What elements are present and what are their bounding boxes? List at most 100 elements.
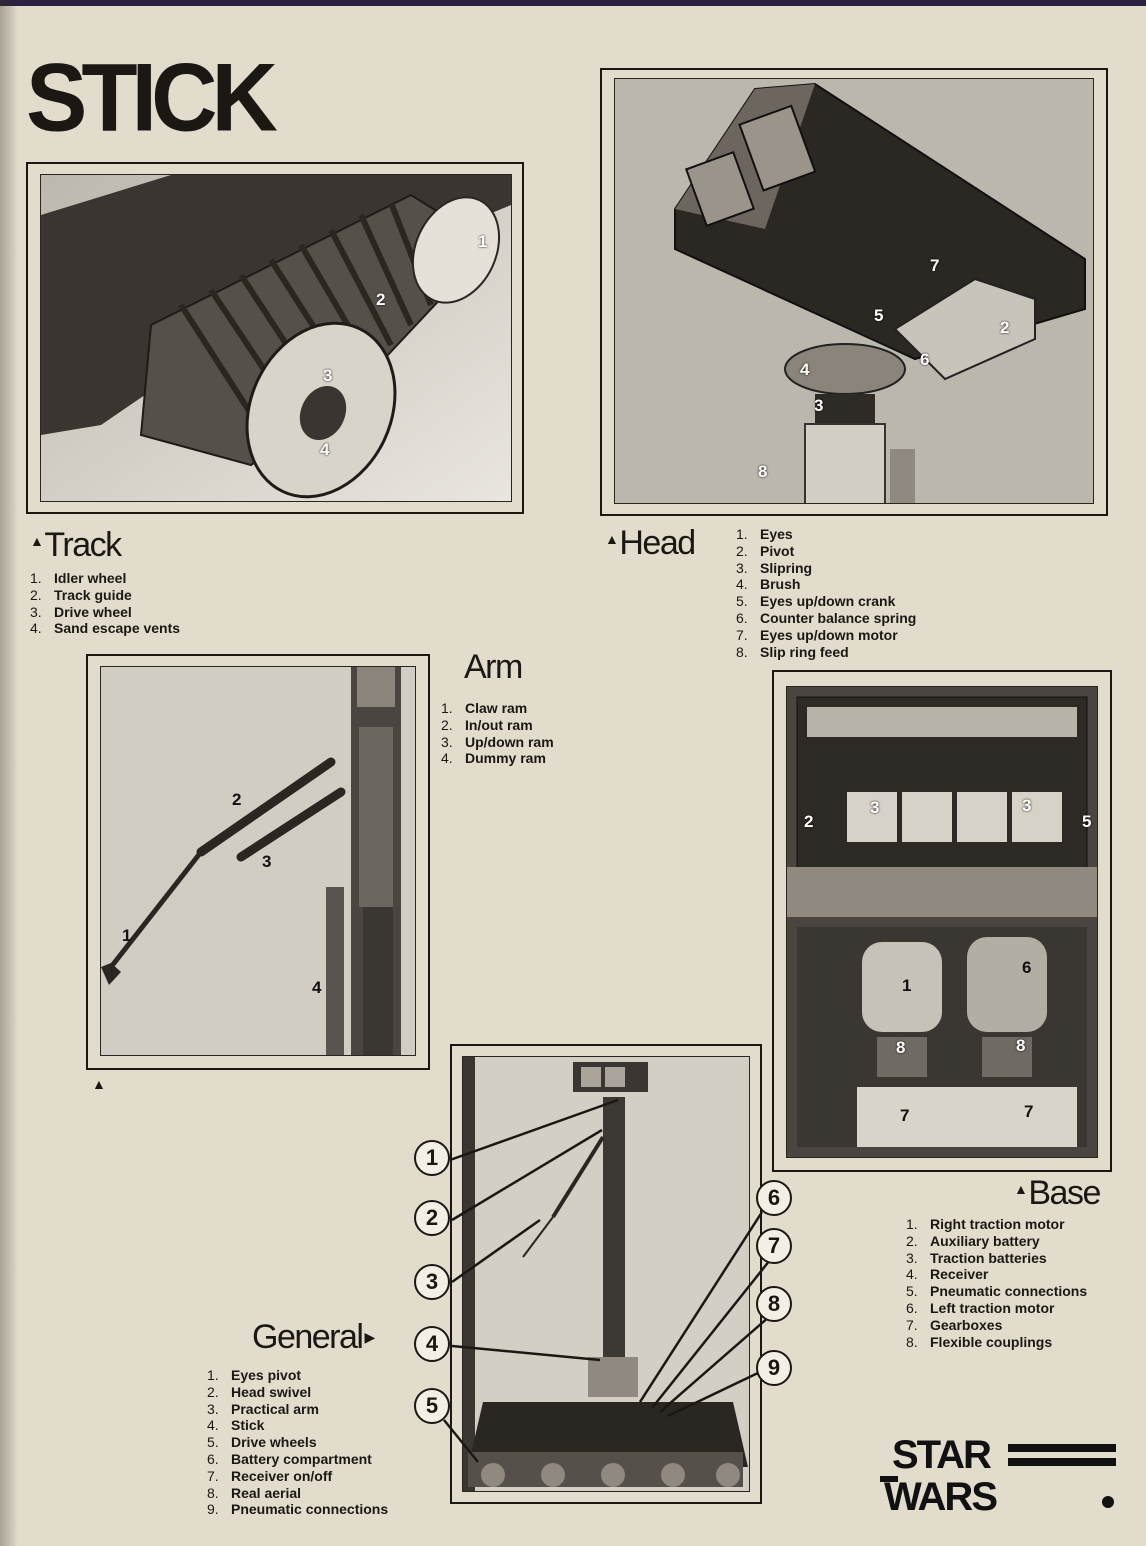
head-caption-text: Head bbox=[619, 524, 696, 562]
list-item: 5.Drive wheels bbox=[207, 1434, 317, 1451]
list-item: 3.Traction batteries bbox=[906, 1249, 1047, 1266]
arm-callout-2: 2 bbox=[232, 790, 242, 809]
list-item: 2.Auxiliary battery bbox=[906, 1232, 1040, 1249]
head-callout-8: 8 bbox=[758, 462, 768, 481]
page-title: STICK bbox=[26, 44, 278, 152]
list-item: 8.Flexible couplings bbox=[906, 1333, 1053, 1350]
list-item: 4.Stick bbox=[207, 1417, 265, 1434]
track-callout-1: 1 bbox=[478, 232, 488, 251]
base-callout-8b: 8 bbox=[1016, 1036, 1026, 1055]
up-triangle-icon: ▲ bbox=[92, 1076, 106, 1092]
up-triangle-icon: ▲ bbox=[30, 533, 44, 549]
star-wars-logo: STAR WARS bbox=[880, 1433, 1116, 1519]
track-callout-3: 3 bbox=[323, 366, 333, 385]
logo-line-2: WARS bbox=[884, 1475, 997, 1519]
general-callout-6: 6 bbox=[756, 1180, 792, 1216]
arm-illustration bbox=[101, 667, 415, 1055]
general-photo bbox=[462, 1056, 750, 1492]
track-photo-frame: 1 2 3 4 bbox=[26, 162, 524, 514]
base-callout-1: 1 bbox=[902, 976, 912, 995]
track-parts-list: 1.Idler wheel 2.Track guide 3.Drive whee… bbox=[30, 570, 180, 637]
list-item: 1.Eyes pivot bbox=[207, 1367, 302, 1383]
head-parts-list: 1.Eyes 2.Pivot 3.Slipring 4.Brush 5.Eyes… bbox=[736, 526, 916, 660]
list-item: 1.Right traction motor bbox=[906, 1216, 1065, 1232]
base-callout-6: 6 bbox=[1022, 958, 1032, 977]
list-item: 4.Sand escape vents bbox=[30, 620, 181, 637]
general-caption: General▶ bbox=[252, 1320, 376, 1354]
up-triangle-icon: ▲ bbox=[1014, 1181, 1028, 1197]
base-callout-3b: 3 bbox=[1022, 796, 1032, 815]
base-illustration bbox=[787, 687, 1097, 1157]
list-item: 5.Eyes up/down crank bbox=[736, 593, 896, 610]
right-triangle-icon: ▶ bbox=[364, 1329, 375, 1345]
arm-caption: Arm bbox=[464, 648, 523, 686]
track-caption-text: Track bbox=[44, 526, 122, 564]
track-callout-2: 2 bbox=[376, 290, 386, 309]
base-callout-8a: 8 bbox=[896, 1038, 906, 1057]
list-item: 1.Eyes bbox=[736, 526, 793, 542]
list-item: 2.Pivot bbox=[736, 542, 795, 559]
list-item: 6.Battery compartment bbox=[207, 1450, 372, 1467]
base-callout-7b: 7 bbox=[1024, 1102, 1034, 1121]
list-item: 5.Pneumatic connections bbox=[906, 1283, 1088, 1300]
head-photo-frame: 7 5 2 6 4 3 8 bbox=[600, 68, 1108, 516]
arm-callout-4: 4 bbox=[312, 978, 322, 997]
head-illustration bbox=[615, 79, 1093, 503]
head-callout-3: 3 bbox=[814, 396, 824, 415]
list-item: 7.Receiver on/off bbox=[207, 1467, 333, 1484]
general-callout-3: 3 bbox=[414, 1264, 450, 1300]
base-callout-3a: 3 bbox=[870, 798, 880, 817]
base-caption-text: Base bbox=[1028, 1174, 1101, 1212]
list-item: 3.Up/down ram bbox=[441, 733, 554, 750]
list-item: 2.Track guide bbox=[30, 586, 132, 603]
track-photo bbox=[40, 174, 512, 502]
head-callout-7: 7 bbox=[930, 256, 940, 275]
list-item: 3.Drive wheel bbox=[30, 603, 132, 620]
track-callout-4: 4 bbox=[320, 440, 330, 459]
logo-line-1: STAR bbox=[892, 1433, 992, 1477]
list-item: 6.Left traction motor bbox=[906, 1299, 1055, 1316]
general-caption-text: General bbox=[252, 1318, 364, 1356]
general-callout-9: 9 bbox=[756, 1350, 792, 1386]
head-callout-4: 4 bbox=[800, 360, 810, 379]
list-item: 9.Pneumatic connections bbox=[207, 1501, 389, 1518]
base-photo-frame: 2 3 3 5 1 6 8 8 7 7 bbox=[772, 670, 1112, 1172]
head-callout-2: 2 bbox=[1000, 318, 1010, 337]
general-callout-4: 4 bbox=[414, 1326, 450, 1362]
base-callout-5: 5 bbox=[1082, 812, 1092, 831]
general-illustration bbox=[463, 1057, 749, 1491]
page-top-edge bbox=[0, 0, 1146, 6]
list-item: 6.Counter balance spring bbox=[736, 609, 917, 626]
list-item: 4.Receiver bbox=[906, 1266, 989, 1283]
track-illustration bbox=[41, 175, 511, 501]
list-item: 4.Dummy ram bbox=[441, 750, 546, 767]
arm-callout-3: 3 bbox=[262, 852, 272, 871]
arm-photo-frame: 2 3 1 4 bbox=[86, 654, 430, 1070]
page-gutter-shadow bbox=[0, 0, 18, 1546]
track-caption: ▲Track bbox=[30, 526, 122, 564]
list-item: 8.Slip ring feed bbox=[736, 643, 849, 660]
list-item: 3.Practical arm bbox=[207, 1400, 319, 1417]
list-item: 7.Eyes up/down motor bbox=[736, 626, 898, 643]
list-item: 4.Brush bbox=[736, 576, 801, 593]
base-callout-7a: 7 bbox=[900, 1106, 910, 1125]
list-item: 2.Head swivel bbox=[207, 1383, 312, 1400]
list-item: 3.Slipring bbox=[736, 559, 813, 576]
base-parts-list: 1.Right traction motor 2.Auxiliary batte… bbox=[906, 1216, 1087, 1350]
general-photo-frame bbox=[450, 1044, 762, 1504]
general-callout-5: 5 bbox=[414, 1388, 450, 1424]
base-caption: ▲Base bbox=[1014, 1174, 1101, 1212]
list-item: 1.Idler wheel bbox=[30, 570, 127, 586]
general-callout-8: 8 bbox=[756, 1286, 792, 1322]
base-callout-2: 2 bbox=[804, 812, 814, 831]
head-photo bbox=[614, 78, 1094, 504]
general-callout-1: 1 bbox=[414, 1140, 450, 1176]
list-item: 1.Claw ram bbox=[441, 700, 528, 716]
general-parts-list: 1.Eyes pivot 2.Head swivel 3.Practical a… bbox=[207, 1367, 388, 1518]
head-caption: ▲Head bbox=[605, 524, 696, 562]
arm-callout-1: 1 bbox=[122, 926, 132, 945]
general-callout-7: 7 bbox=[756, 1228, 792, 1264]
arm-parts-list: 1.Claw ram 2.In/out ram 3.Up/down ram 4.… bbox=[441, 700, 554, 767]
list-item: 8.Real aerial bbox=[207, 1484, 302, 1501]
head-callout-6: 6 bbox=[920, 350, 930, 369]
